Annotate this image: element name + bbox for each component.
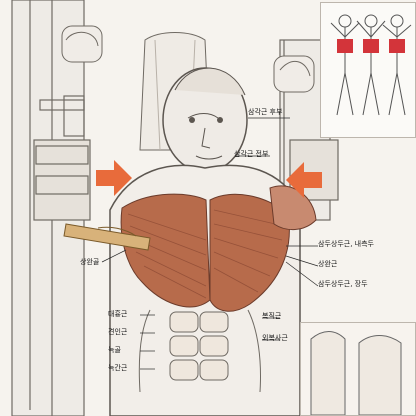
pectoral-muscles: [120, 193, 290, 312]
inset-top-right: [320, 2, 416, 138]
label-left-lower-4: 늑간근: [108, 364, 128, 372]
label-upper-right-2: 삼각근 전부: [234, 150, 269, 158]
head: [162, 67, 248, 173]
leader-lines: [101, 117, 319, 370]
label-chest-right-1: 삼두상두근, 내측두: [318, 240, 374, 248]
label-left-arm: 상완골: [80, 258, 100, 266]
right-handle: [273, 55, 315, 93]
inset-highlights: [337, 39, 405, 53]
inset-bottom-right: [300, 322, 416, 416]
label-left-lower-1: 대흉근: [108, 310, 128, 318]
label-upper-right-1: 삼각근 후부: [248, 108, 283, 116]
left-arm: [63, 223, 151, 251]
left-handle: [61, 25, 103, 63]
label-chest-right-2: 상완근: [318, 260, 338, 268]
arrow-left-icon: [286, 162, 322, 198]
label-chest-right-3: 삼두상두근, 장두: [318, 280, 368, 288]
machine-left-frame: [11, 0, 91, 416]
inset-bottom-right-shapes: [310, 331, 402, 415]
label-left-lower-3: 늑골: [108, 346, 121, 354]
label-right-lower-2: 외복사근: [262, 334, 288, 342]
right-deltoid: [269, 185, 317, 230]
label-right-lower-1: 복직근: [262, 312, 282, 320]
inset-top-right-illustration: [321, 3, 415, 137]
arrow-right-icon: [96, 160, 132, 196]
inset-bottom-right-illustration: [301, 323, 415, 415]
label-left-lower-2: 견인근: [108, 328, 128, 336]
abdominal-muscles: [138, 309, 261, 393]
